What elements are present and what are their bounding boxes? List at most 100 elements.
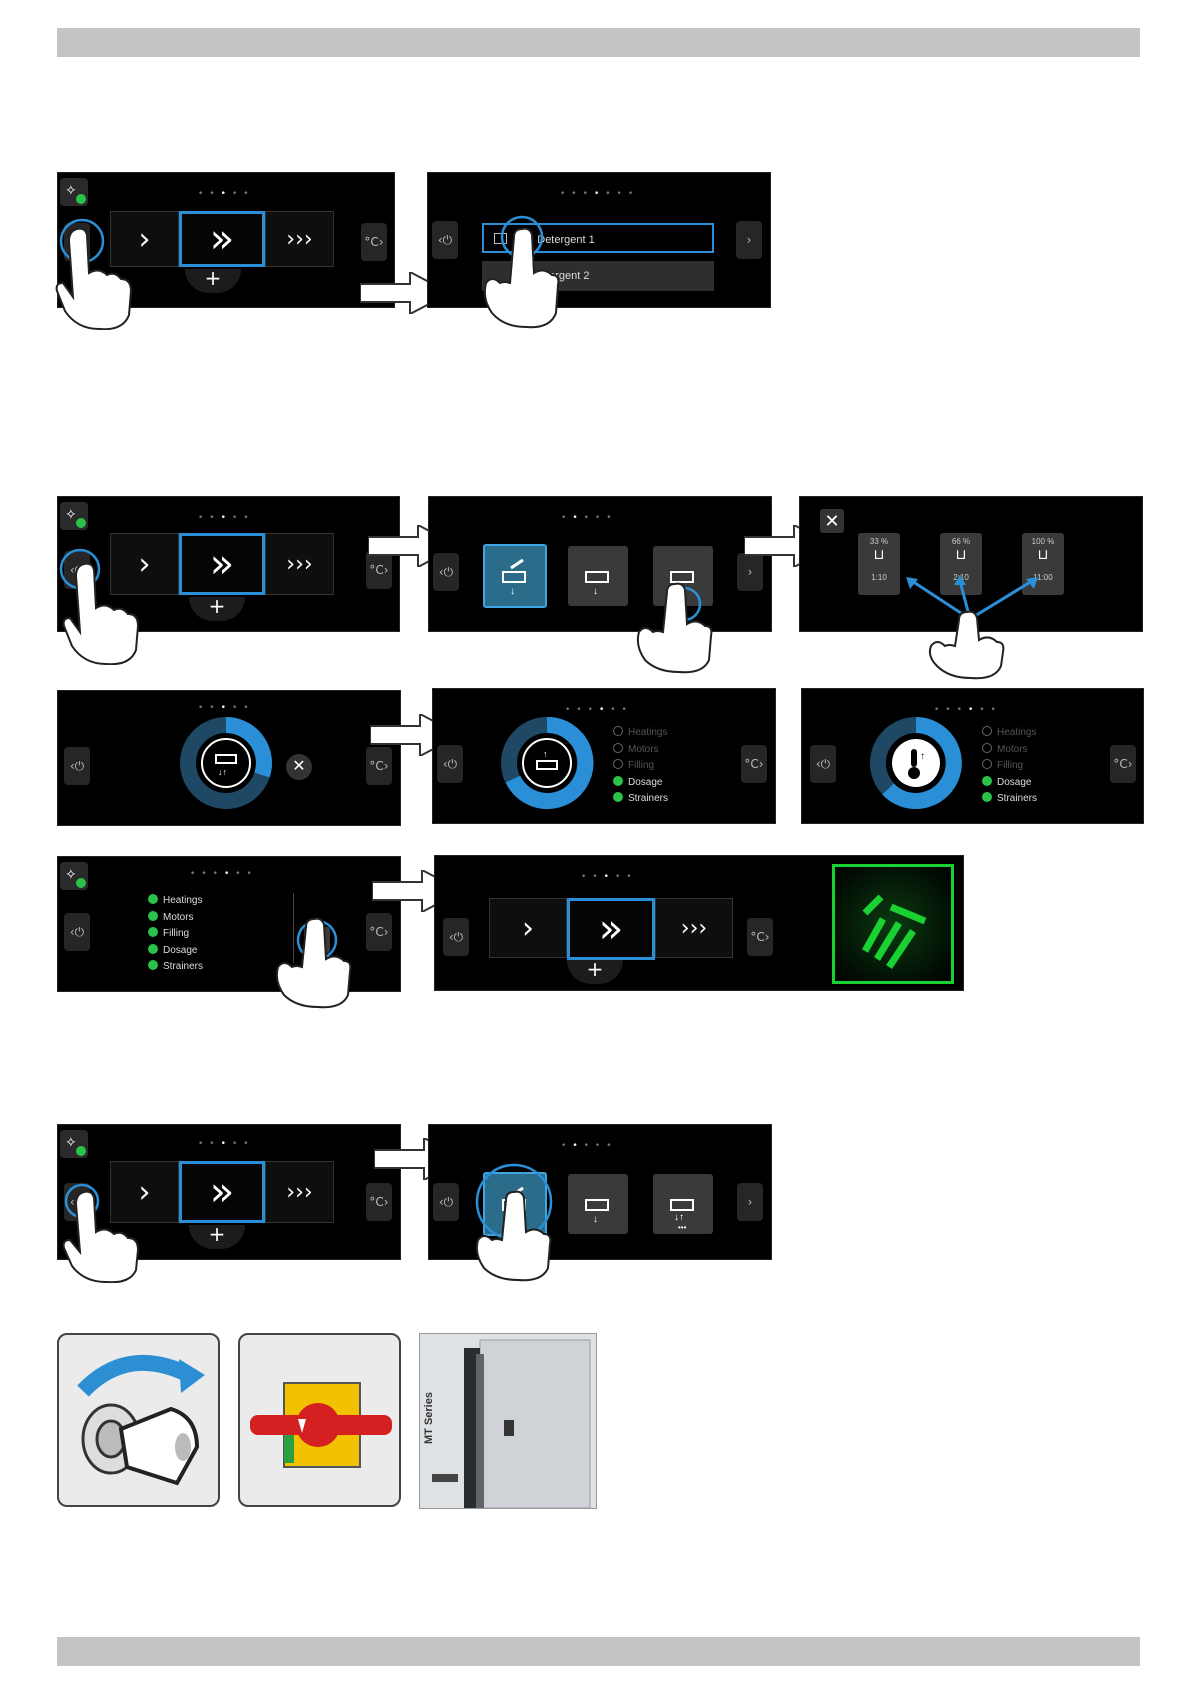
svg-text:✧: ✧ bbox=[65, 183, 77, 199]
next-button[interactable]: › bbox=[737, 1183, 763, 1221]
hand-pointer-icon bbox=[636, 582, 713, 674]
next-button[interactable]: › bbox=[736, 221, 762, 259]
cleaner-dosing-icon: ↓ bbox=[502, 558, 526, 597]
divider bbox=[293, 893, 294, 963]
temperature-button[interactable]: °C› bbox=[1110, 745, 1136, 783]
close-button[interactable]: ✕ bbox=[820, 509, 844, 533]
program-normal[interactable]: » bbox=[179, 533, 265, 595]
status-list: Heatings Motors Filling Dosage Strainers bbox=[613, 725, 668, 808]
screen-dosage-level: ✕ 33 %⊔1:10 66 %⊔2:10 100 %⊔11:00 bbox=[799, 496, 1143, 632]
main-switch-off-pictogram bbox=[238, 1333, 401, 1507]
rinse-dosing-icon: ↓ bbox=[585, 571, 609, 597]
program-selector: › » ››› bbox=[110, 1161, 334, 1223]
status-item: Strainers bbox=[148, 959, 203, 976]
program-normal[interactable]: » bbox=[567, 898, 655, 960]
hand-pointer-icon bbox=[275, 917, 352, 1009]
temperature-button[interactable]: °C› bbox=[741, 745, 767, 783]
status-item: Heatings bbox=[613, 725, 668, 742]
status-item: Dosage bbox=[613, 775, 668, 792]
power-button[interactable]: ‹⏻ bbox=[432, 221, 458, 259]
program-intensive[interactable]: ››› bbox=[265, 211, 334, 267]
program-short[interactable]: › bbox=[110, 1161, 179, 1223]
status-item: Heatings bbox=[148, 893, 203, 910]
page-dots: ••••• bbox=[198, 513, 255, 523]
program-short[interactable]: › bbox=[110, 211, 179, 267]
sparkle-check-icon: ✧ bbox=[60, 502, 88, 530]
temperature-button[interactable]: °C› bbox=[366, 913, 392, 951]
page-dots: ••••••• bbox=[560, 189, 640, 199]
dosage-percent: 33 % bbox=[869, 537, 889, 546]
page-dots: ••••• bbox=[581, 872, 638, 882]
program-normal[interactable]: » bbox=[179, 211, 265, 267]
power-button[interactable]: ‹⏻ bbox=[64, 747, 90, 785]
power-button[interactable]: ‹⏻ bbox=[443, 918, 469, 956]
dosage-option-33[interactable]: 33 %⊔1:10 bbox=[858, 533, 900, 595]
program-selector: › » ››› bbox=[110, 533, 334, 595]
program-normal[interactable]: » bbox=[179, 1161, 265, 1223]
page-dots: ••••• bbox=[561, 513, 618, 523]
svg-text:✧: ✧ bbox=[65, 1135, 77, 1151]
cancel-button[interactable]: ✕ bbox=[286, 754, 312, 780]
sparkle-check-icon: ✧ bbox=[60, 862, 88, 890]
page-dots: •••••• bbox=[934, 705, 1002, 715]
program-selector: › » ››› bbox=[489, 898, 733, 960]
screen-heating-progress: •••••• ‹⏻ ↑ Heatings Motors Filling Dosa… bbox=[801, 688, 1144, 824]
dosage-adjust-tile[interactable]: ↓↑••• bbox=[653, 1174, 713, 1234]
dosage-option-100[interactable]: 100 %⊔11:00 bbox=[1022, 533, 1064, 595]
program-intensive[interactable]: ››› bbox=[265, 533, 334, 595]
status-list: Heatings Motors Filling Dosage Strainers bbox=[148, 893, 203, 976]
hand-pointer-icon bbox=[62, 1190, 140, 1283]
rinse-aid-tile[interactable]: ↓ bbox=[568, 1174, 628, 1234]
svg-text:↓: ↓ bbox=[510, 586, 515, 597]
machine-door-photo: MT Series bbox=[419, 1333, 597, 1509]
program-intensive[interactable]: ››› bbox=[655, 898, 733, 958]
hand-pointer-icon bbox=[928, 610, 1005, 680]
page-dots: ••••• bbox=[198, 703, 255, 713]
screen-filling-progress: •••••• ‹⏻ ↑ Heatings Motors Filling Dosa… bbox=[432, 688, 776, 824]
page-dots: •••••• bbox=[565, 705, 633, 715]
power-button[interactable]: ‹⏻ bbox=[64, 913, 90, 951]
ready-indicator bbox=[832, 864, 954, 984]
dosage-percent: 100 % bbox=[1031, 537, 1055, 546]
status-item: Filling bbox=[148, 926, 203, 943]
status-item: Filling bbox=[613, 758, 668, 775]
screen-detergent-select: ••••••• ‹⏻ 1 Detergent 1 Detergent 2 › bbox=[427, 172, 771, 308]
svg-text:↓↑: ↓↑ bbox=[218, 767, 227, 777]
temperature-button[interactable]: °C› bbox=[747, 918, 773, 956]
screen-detergent-type: ••••• ‹⏻ ↓ ↓ ↓↑••• › bbox=[428, 1124, 772, 1260]
cleaner-tile[interactable]: ↓ bbox=[483, 544, 547, 608]
rinse-dosing-icon: ↓ bbox=[585, 1199, 609, 1225]
add-button[interactable]: + bbox=[189, 596, 245, 621]
svg-text:✧: ✧ bbox=[65, 507, 77, 523]
hand-pointer-icon bbox=[62, 562, 140, 665]
temperature-button[interactable]: °C› bbox=[366, 551, 392, 589]
sparkle-check-icon: ✧ bbox=[60, 178, 88, 206]
program-short[interactable]: › bbox=[110, 533, 179, 595]
dosage-percent: 66 % bbox=[951, 537, 971, 546]
program-short[interactable]: › bbox=[489, 898, 567, 958]
screen-dosing-progress: ••••• ‹⏻ ↓↑ ✕ °C› bbox=[57, 690, 401, 826]
power-button[interactable]: ‹⏻ bbox=[810, 745, 836, 783]
add-button[interactable]: + bbox=[185, 268, 241, 293]
screen-program-ready: ••••• ‹⏻ › » ››› + °C› bbox=[434, 855, 964, 991]
program-intensive[interactable]: ››› bbox=[265, 1161, 334, 1223]
rinse-aid-tile[interactable]: ↓ bbox=[568, 546, 628, 606]
svg-text:↑: ↑ bbox=[543, 749, 548, 759]
dishwasher-door-illustration: MT Series bbox=[420, 1334, 596, 1508]
screen-program-select: ✧ ••••• ‹⏻ › » ››› + °C› bbox=[57, 1124, 401, 1260]
next-button[interactable]: › bbox=[737, 553, 763, 591]
add-button[interactable]: + bbox=[567, 959, 623, 984]
power-button[interactable]: ‹⏻ bbox=[437, 745, 463, 783]
main-switch-icon bbox=[250, 1382, 392, 1468]
status-item: Motors bbox=[148, 910, 203, 927]
add-button[interactable]: + bbox=[189, 1224, 245, 1249]
temperature-button[interactable]: °C› bbox=[366, 1183, 392, 1221]
power-button[interactable]: ‹⏻ bbox=[433, 1183, 459, 1221]
header-bar bbox=[57, 28, 1140, 57]
status-item: Dosage bbox=[982, 775, 1037, 792]
sparkle-check-icon: ✧ bbox=[60, 1130, 88, 1158]
temperature-button[interactable]: °C› bbox=[366, 747, 392, 785]
temperature-button[interactable]: °C› bbox=[361, 223, 387, 261]
power-button[interactable]: ‹⏻ bbox=[433, 553, 459, 591]
spray-icon bbox=[861, 894, 927, 969]
